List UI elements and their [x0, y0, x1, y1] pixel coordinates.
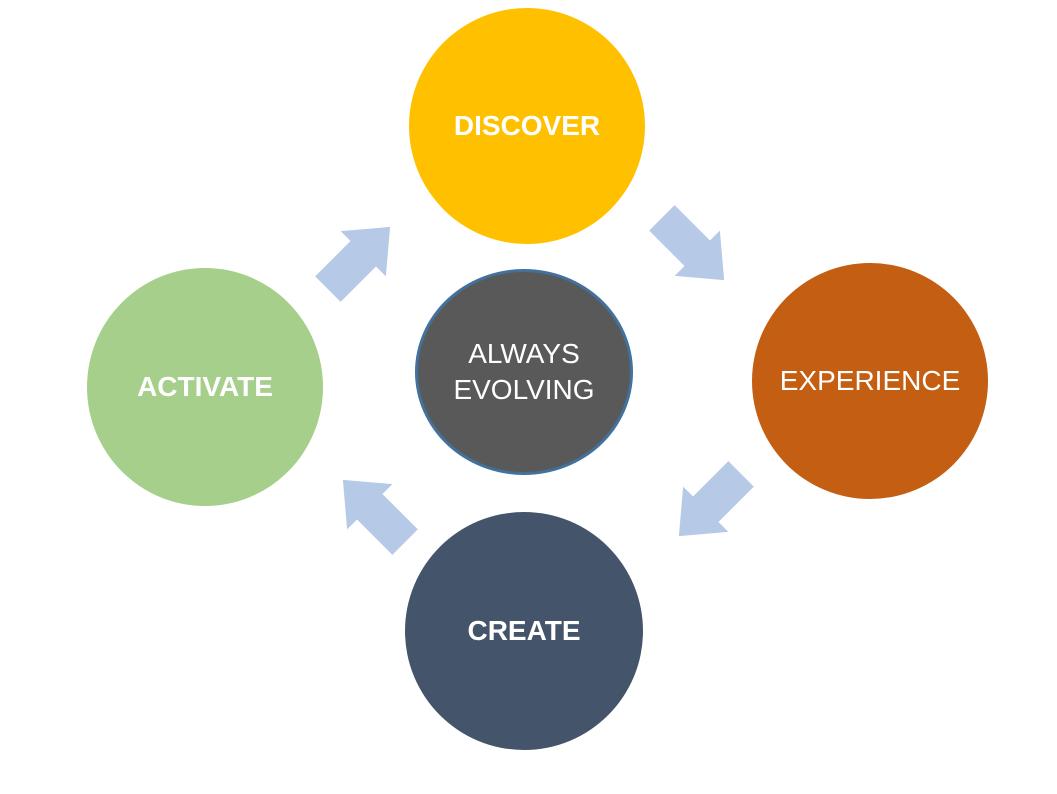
arrow-discover-to-experience-icon: [649, 205, 725, 281]
node-experience-label: EXPERIENCE: [779, 364, 961, 396]
node-activate: ACTIVATE: [87, 268, 323, 506]
arrow-shape: [649, 205, 725, 281]
node-create: CREATE: [405, 512, 643, 750]
node-experience: EXPERIENCE: [752, 263, 988, 499]
node-center: ALWAYS EVOLVING: [415, 269, 633, 475]
arrow-experience-to-create-icon: [678, 461, 754, 537]
arrow-shape: [678, 461, 754, 537]
arrow-shape: [342, 479, 418, 555]
arrow-activate-to-discover-icon: [315, 226, 391, 302]
node-discover-label: DISCOVER: [453, 109, 601, 141]
arrow-create-to-activate-icon: [342, 479, 418, 555]
node-activate-label: ACTIVATE: [137, 370, 273, 402]
node-discover: DISCOVER: [409, 8, 645, 244]
node-center-label: ALWAYS EVOLVING: [453, 337, 595, 405]
node-create-label: CREATE: [467, 614, 581, 646]
arrow-shape: [315, 226, 391, 302]
